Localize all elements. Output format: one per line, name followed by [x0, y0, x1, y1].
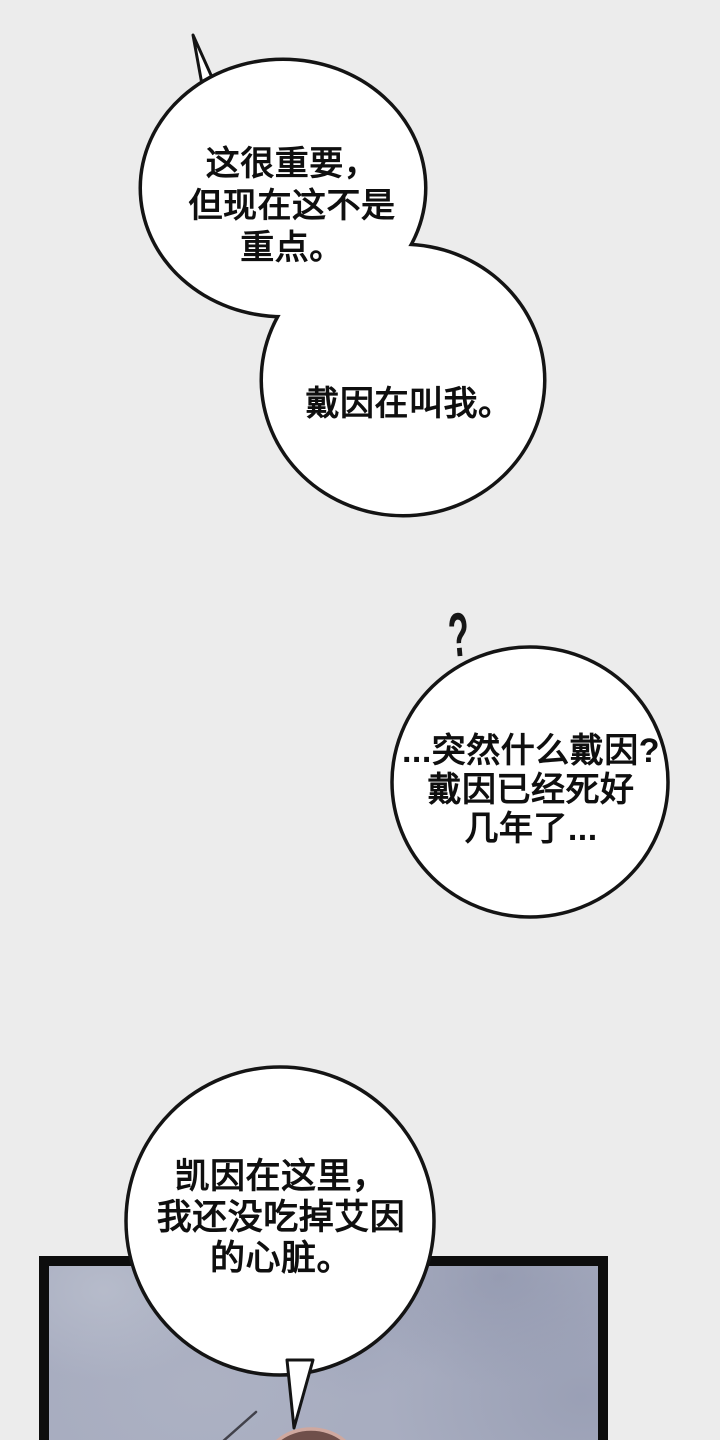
- text-line: 重点。: [240, 229, 344, 267]
- sword-tip-line: [222, 1410, 258, 1440]
- speech-bubble-middle: [390, 645, 670, 919]
- text-line: 我还没吃掉艾因: [156, 1198, 406, 1237]
- text-line: 凯因在这里，: [174, 1157, 388, 1196]
- bubble-bottom-text: 凯因在这里， 我还没吃掉艾因 的心脏。: [101, 1156, 461, 1279]
- text-line: 但现在这不是: [188, 187, 396, 225]
- bubble-middle-outline: [390, 645, 670, 919]
- text-line: ...突然什么戴因?: [401, 732, 661, 770]
- text-line: 这很重要，: [205, 145, 379, 183]
- bubble-bottom-outline: [124, 1065, 436, 1377]
- bubble-middle-text: ...突然什么戴因? 戴因已经死好 几年了...: [361, 732, 701, 849]
- question-mark-decoration: ?: [445, 600, 473, 671]
- text-line: 戴因在叫我。: [305, 385, 513, 423]
- bubble-tail-down-icon: [285, 1358, 315, 1430]
- character-head-top: [275, 1427, 347, 1440]
- bubble-top-upper-fill: [142, 61, 424, 315]
- bubble-top-lower-fill: [263, 246, 543, 514]
- bubble-top-lower-text: 戴因在叫我。: [239, 384, 579, 424]
- text-line: 戴因已经死好: [427, 771, 635, 809]
- speech-bubble-bottom: [124, 1065, 436, 1430]
- text-line: 几年了...: [464, 810, 598, 848]
- text-line: 的心脏。: [209, 1239, 352, 1278]
- speech-bubble-top: [138, 33, 547, 518]
- bubble-top-upper-text: 这很重要， 但现在这不是 重点。: [122, 143, 462, 269]
